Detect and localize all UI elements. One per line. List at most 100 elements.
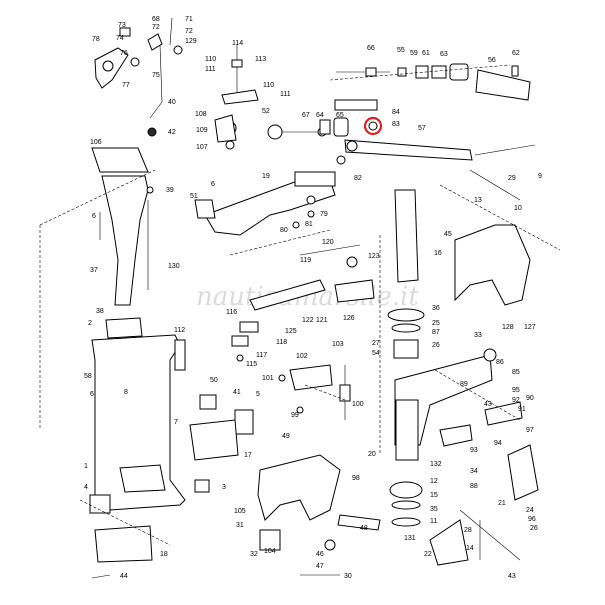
label-89: 89 [460, 381, 468, 388]
label-85: 85 [512, 369, 520, 376]
label-97: 97 [526, 427, 534, 434]
label-111b: 111 [280, 91, 291, 98]
label-64: 64 [316, 112, 324, 119]
label-104: 104 [264, 548, 276, 555]
label-123: 123 [368, 253, 380, 260]
label-39: 39 [166, 187, 174, 194]
label-71: 71 [185, 16, 193, 23]
label-45: 45 [444, 231, 452, 238]
label-66: 66 [367, 45, 375, 52]
label-42: 42 [168, 129, 176, 136]
label-11: 11 [430, 518, 437, 525]
label-100: 100 [352, 401, 364, 408]
throttle-lever-assembly [94, 17, 183, 137]
label-109: 109 [196, 127, 208, 134]
label-98: 98 [352, 475, 360, 482]
label-35: 35 [430, 506, 438, 513]
label-82: 82 [354, 175, 362, 182]
label-81: 81 [305, 221, 313, 228]
label-14: 14 [466, 545, 474, 552]
label-17: 17 [244, 452, 252, 459]
label-19: 19 [262, 173, 270, 180]
label-93: 93 [470, 447, 478, 454]
label-101: 101 [262, 375, 274, 382]
label-127: 127 [524, 324, 536, 331]
label-72b: 72 [185, 28, 193, 35]
label-108: 108 [195, 111, 207, 118]
label-112: 112 [174, 327, 185, 334]
label-7: 7 [174, 419, 178, 426]
label-122: 122 [302, 317, 314, 324]
label-91: 91 [518, 406, 526, 413]
label-57: 57 [418, 125, 426, 132]
label-115: 115 [246, 361, 257, 368]
label-49: 49 [282, 433, 290, 440]
label-43a: 43 [484, 401, 492, 408]
label-76: 76 [120, 50, 128, 57]
label-129: 129 [185, 38, 197, 45]
label-116: 116 [226, 309, 237, 316]
label-68: 68 [152, 16, 160, 23]
label-51: 51 [190, 193, 198, 200]
label-3: 3 [222, 484, 226, 491]
label-83: 83 [392, 121, 400, 128]
label-50: 50 [210, 377, 218, 384]
label-88: 88 [470, 483, 478, 490]
label-95: 95 [512, 387, 520, 394]
label-10: 10 [514, 205, 522, 212]
lower-small-parts [189, 364, 351, 493]
label-26: 26 [432, 342, 440, 349]
tiller-handle-assembly [319, 63, 531, 165]
label-105: 105 [234, 508, 246, 515]
label-37: 37 [90, 267, 98, 274]
label-87: 87 [432, 329, 440, 336]
label-44: 44 [120, 573, 128, 580]
label-20: 20 [368, 451, 376, 458]
label-126: 126 [343, 315, 355, 322]
label-72: 72 [152, 24, 160, 31]
label-110b: 110 [263, 82, 274, 89]
label-56: 56 [488, 57, 496, 64]
guide-lines [39, 64, 561, 546]
label-31: 31 [236, 522, 244, 529]
label-1: 1 [84, 463, 88, 470]
label-25: 25 [432, 320, 440, 327]
label-84: 84 [392, 109, 400, 116]
label-13: 13 [474, 197, 482, 204]
label-107: 107 [196, 144, 208, 151]
label-22: 22 [424, 551, 432, 558]
label-78: 78 [92, 36, 100, 43]
label-55: 55 [397, 47, 405, 54]
label-24: 24 [526, 507, 534, 514]
label-131: 131 [404, 535, 416, 542]
label-119: 119 [300, 257, 311, 264]
label-103: 103 [332, 341, 344, 348]
swivel-bracket-assembly [387, 144, 539, 501]
label-80: 80 [280, 227, 288, 234]
label-94: 94 [494, 440, 502, 447]
label-110a: 110 [205, 56, 216, 63]
label-41: 41 [233, 389, 241, 396]
label-61: 61 [422, 50, 430, 57]
label-8: 8 [124, 389, 128, 396]
label-79: 79 [320, 211, 328, 218]
exhaust-housing [89, 334, 186, 579]
label-27: 27 [372, 340, 380, 347]
label-33: 33 [474, 332, 482, 339]
label-102: 102 [296, 353, 308, 360]
label-54: 54 [372, 350, 380, 357]
label-5: 5 [256, 391, 260, 398]
label-6a: 6 [92, 213, 96, 220]
label-21: 21 [498, 500, 506, 507]
label-9: 9 [538, 173, 542, 180]
label-46: 46 [316, 551, 324, 558]
label-90: 90 [526, 395, 534, 402]
label-65: 65 [336, 112, 344, 119]
label-48: 48 [360, 525, 368, 532]
label-75: 75 [152, 72, 160, 79]
label-77: 77 [122, 82, 130, 89]
label-38: 38 [96, 308, 104, 315]
label-121: 121 [316, 317, 328, 324]
label-92: 92 [512, 397, 520, 404]
